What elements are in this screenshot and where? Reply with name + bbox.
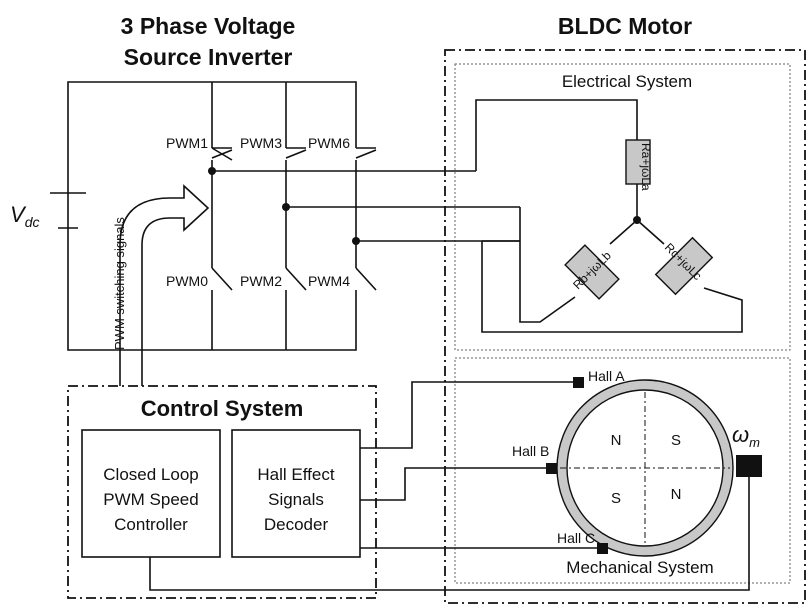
pwm4-label: PWM4 — [308, 273, 350, 289]
decoder-line1: Hall Effect — [257, 465, 334, 484]
controller-line3: Controller — [114, 515, 188, 534]
electrical-system-label: Electrical System — [562, 72, 692, 91]
stator-windings: Ra+jωLa Rb+jωLb Rc+jωLc — [475, 99, 743, 333]
pwm0-label: PWM0 — [166, 273, 208, 289]
pwm6-label: PWM6 — [308, 135, 350, 151]
hall-c-label: Hall C — [557, 530, 595, 546]
hall-b-label: Hall B — [512, 443, 549, 459]
pole-s2: S — [611, 490, 621, 507]
hall-b-sensor — [546, 463, 557, 474]
controller-line2: PWM Speed — [103, 490, 198, 509]
rotor: N S S N — [556, 379, 734, 557]
controller-line1: Closed Loop — [103, 465, 198, 484]
pwm-signal-arrow — [119, 184, 210, 386]
junction-dot-b — [282, 203, 290, 211]
pwm3-label: PWM3 — [240, 135, 282, 151]
decoder-line3: Decoder — [264, 515, 329, 534]
junction-dot-c — [352, 237, 360, 245]
bldc-motor-box — [444, 49, 806, 604]
inverter-title-line2: Source Inverter — [124, 44, 293, 70]
control-system-box — [67, 385, 377, 599]
impedance-a — [625, 139, 651, 185]
control-system-title: Control System — [141, 396, 304, 421]
junction-dot-a — [208, 167, 216, 175]
pole-n2: N — [671, 486, 682, 503]
hall-a-label: Hall A — [588, 368, 625, 384]
pole-s1: S — [671, 432, 681, 449]
impedance-b — [564, 244, 620, 300]
hall-c-sensor — [597, 543, 608, 554]
pole-n1: N — [611, 432, 622, 449]
hall-decoder-box — [231, 429, 361, 558]
speed-controller-box — [81, 429, 221, 558]
decoder-line2: Signals — [268, 490, 324, 509]
pwm-signals-label: PWM switching signals — [112, 217, 127, 350]
hall-a-sensor — [573, 377, 584, 388]
pwm2-label: PWM2 — [240, 273, 282, 289]
inverter-title-line1: 3 Phase Voltage — [121, 13, 296, 39]
mechanical-system-label: Mechanical System — [566, 558, 713, 577]
pwm1-label: PWM1 — [166, 135, 208, 151]
vdc-label: Vdc — [10, 202, 39, 230]
impedance-a-label: Ra+jωLa — [639, 143, 653, 191]
speed-sensor — [736, 455, 762, 477]
motor-title: BLDC Motor — [558, 13, 692, 39]
impedance-c — [654, 236, 714, 296]
omega-m-label: ωm — [732, 422, 760, 450]
electrical-system-box — [454, 63, 791, 351]
